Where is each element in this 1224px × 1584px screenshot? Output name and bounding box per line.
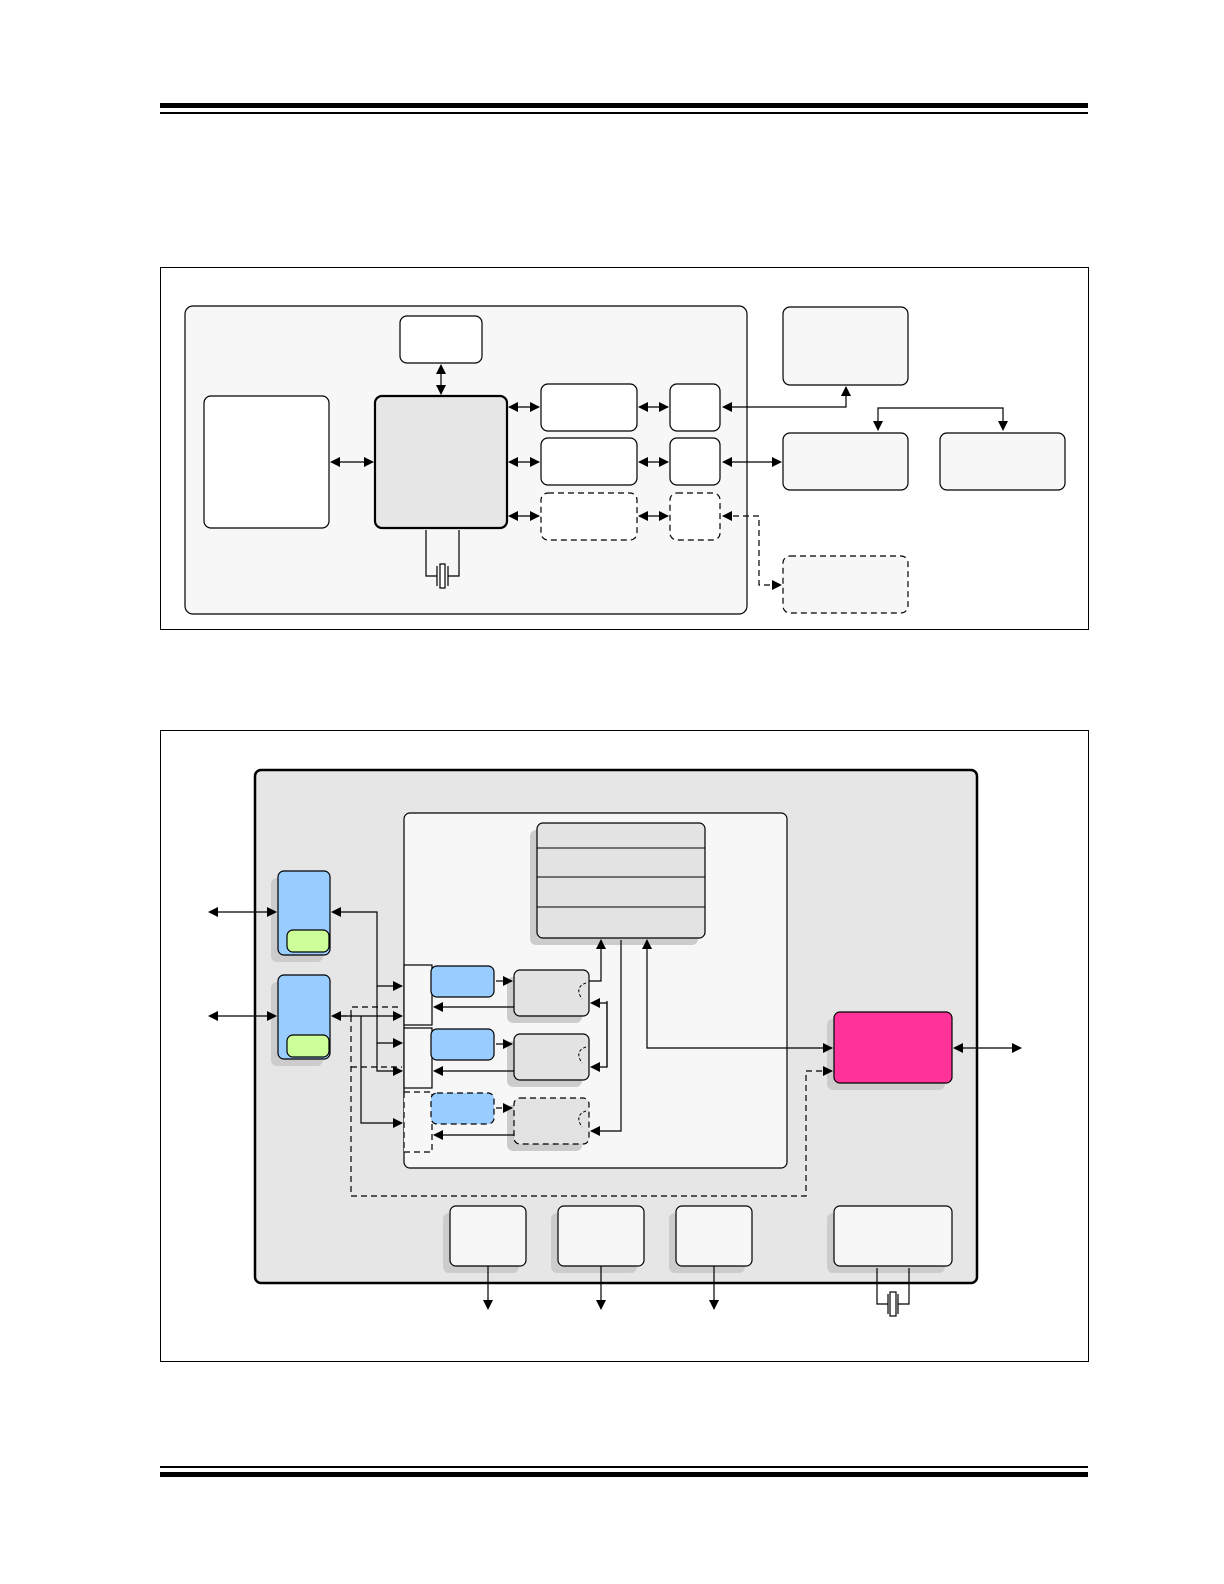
connectors (208, 907, 1022, 1310)
bottom-block-1 (449, 1205, 527, 1267)
crystal-icon (876, 1268, 910, 1317)
host-interface-block (833, 1011, 953, 1084)
buffer-2 (430, 1028, 495, 1061)
bottom-block-2 (557, 1205, 645, 1267)
buffer-1 (430, 965, 495, 998)
header-rule-thin (160, 112, 1088, 114)
bottom-block-3 (675, 1205, 753, 1267)
external-device-mid (782, 432, 909, 491)
phy-block-1 (669, 383, 721, 432)
external-device-optional (782, 555, 909, 614)
crystal-icon (425, 530, 460, 589)
footer-rule-thick (160, 1472, 1088, 1477)
footer-rule-thin (160, 1466, 1088, 1468)
register-stack (536, 822, 706, 939)
connectors (330, 364, 1008, 590)
buffer-3-optional (430, 1092, 495, 1125)
engine-3-optional (513, 1097, 590, 1145)
engine-2 (513, 1033, 590, 1081)
phy-block-3-optional (669, 492, 721, 541)
central-controller (373, 394, 509, 530)
engine-hooks (578, 982, 587, 1128)
engine-1 (513, 969, 590, 1017)
left-memory-block (203, 395, 330, 529)
header-rule-thick (160, 103, 1088, 108)
interface-block-2 (540, 437, 638, 486)
switch-channel-2 (403, 1027, 433, 1089)
external-device-right (939, 432, 1066, 491)
external-device-top (782, 306, 909, 386)
switch-channel-1 (403, 964, 433, 1026)
top-block (399, 315, 483, 364)
switch-channel-3-optional (403, 1091, 433, 1153)
port-tab-b (286, 1034, 330, 1058)
internal-block-diagram (160, 730, 1089, 1362)
phy-block-2 (669, 437, 721, 486)
interface-block-1 (540, 383, 638, 432)
clock-block (833, 1205, 953, 1267)
port-tab-a (286, 929, 330, 953)
interface-block-3-optional (540, 492, 638, 541)
system-block-diagram (160, 267, 1089, 630)
